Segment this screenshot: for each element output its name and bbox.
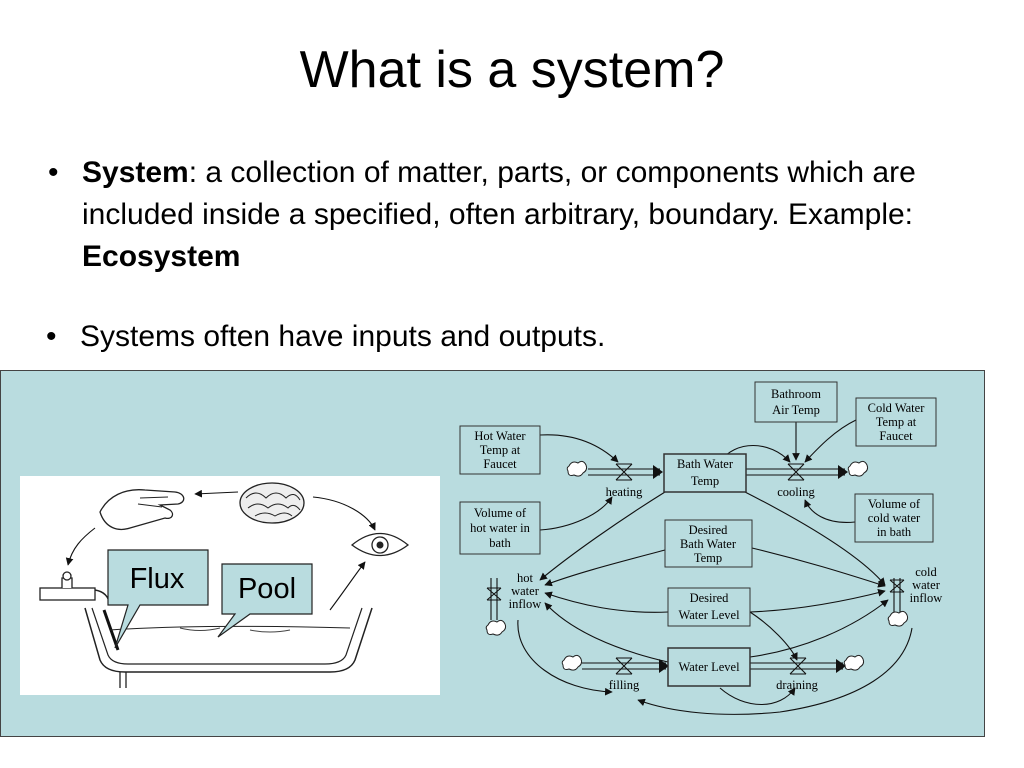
cooling-label: cooling xyxy=(777,485,815,499)
hot-water-volume-box: Volume of hot water in bath xyxy=(459,501,541,555)
hot-temp-line-2: Temp at xyxy=(480,443,521,457)
cold-inflow-label-1: cold xyxy=(915,565,937,579)
arrow-bathtemp-to-hot-inflow xyxy=(539,491,666,581)
cold-volume-line-3: in bath xyxy=(877,525,912,539)
arrow-cold-inflow-to-filling xyxy=(637,627,913,715)
desired-water-level-box: Desired Water Level xyxy=(667,587,751,627)
heating-label: heating xyxy=(606,485,644,499)
flux-callout: Flux xyxy=(107,549,209,649)
cold-water-volume-box: Volume of cold water in bath xyxy=(854,493,934,543)
cloud-icon xyxy=(485,619,507,636)
desired-temp-line-2: Bath Water xyxy=(680,537,737,551)
arrow-waterlevel-to-draining xyxy=(719,687,796,706)
hot-volume-line-3: bath xyxy=(489,536,511,550)
arrow-eye-from-brain xyxy=(312,496,376,531)
stock-flow-diagram: heating cooling filling draining hot xyxy=(459,381,943,715)
eye-icon xyxy=(350,532,410,557)
cloud-icon xyxy=(566,460,588,477)
arrow-desiredlevel-to-draining xyxy=(749,611,798,661)
hand-icon xyxy=(99,489,185,531)
term-system: System xyxy=(82,156,189,189)
cold-inflow-flow: cold water inflow xyxy=(889,565,943,620)
water-level-stock: Water Level xyxy=(667,647,751,687)
cloud-icon xyxy=(843,654,865,671)
arrow-tub-to-eye xyxy=(329,561,366,611)
bathroom-air-temp-box: Bathroom Air Temp xyxy=(754,381,838,423)
hot-water-temp-box: Hot Water Temp at Faucet xyxy=(459,425,541,475)
arrow-coldvolume-to-cooling xyxy=(804,499,856,523)
arrow-hot-temp-to-heating xyxy=(539,434,619,463)
hot-volume-line-2: hot water in xyxy=(470,521,530,535)
water-level-label: Water Level xyxy=(678,660,740,674)
desired-temp-line-1: Desired xyxy=(689,523,729,537)
arrow-coldtemp-to-cooling xyxy=(804,419,857,463)
arrow-brain-to-hand xyxy=(194,489,239,498)
slide-title: What is a system? xyxy=(299,41,725,99)
arrow-desiredtemp-to-hot xyxy=(544,549,666,587)
bullet-inputs-outputs: • Systems often have inputs and outputs. xyxy=(46,316,980,358)
hot-inflow-flow: hot water inflow xyxy=(486,571,542,620)
cold-temp-line-2: Temp at xyxy=(876,415,917,429)
arrow-desiredlevel-to-cold xyxy=(749,588,886,613)
cold-volume-line-2: cold water xyxy=(868,511,921,525)
cold-inflow-label-2: water xyxy=(912,578,941,592)
faucet-icon xyxy=(39,571,120,651)
heating-flow: heating xyxy=(588,463,663,499)
system-definition-text: : a collection of matter, parts, or comp… xyxy=(82,156,916,231)
bathtub-icon xyxy=(84,607,373,688)
bullet-dot: • xyxy=(48,156,59,189)
arrow-hot-inflow-to-filling xyxy=(517,619,613,696)
hot-temp-line-1: Hot Water xyxy=(474,429,526,443)
arrow-desiredlevel-to-hot xyxy=(544,591,669,613)
desired-bath-temp-box: Desired Bath Water Temp xyxy=(664,519,753,568)
desired-temp-line-3: Temp xyxy=(694,551,722,565)
inputs-outputs-text: Systems often have inputs and outputs. xyxy=(80,320,606,353)
flux-label: Flux xyxy=(130,563,185,595)
hot-inflow-label-2: water xyxy=(511,584,540,598)
pool-label: Pool xyxy=(238,573,296,605)
cold-volume-line-1: Volume of xyxy=(868,497,921,511)
bath-water-temp-stock: Bath Water Temp xyxy=(663,453,747,493)
arrow-desiredtemp-to-cold xyxy=(751,547,886,588)
arrow-waterlevel-to-cold xyxy=(749,599,889,658)
bullet-dot: • xyxy=(46,320,57,353)
arrow-bathtemp-to-cold-inflow xyxy=(744,491,886,586)
cloud-icon xyxy=(847,460,869,477)
bathroom-line-1: Bathroom xyxy=(771,387,821,401)
arrow-waterlevel-to-hot xyxy=(544,602,669,663)
cooling-flow: cooling xyxy=(746,463,848,499)
pool-callout: Pool xyxy=(217,563,313,638)
draining-flow: draining xyxy=(750,657,846,692)
bullet-system-definition: • System: a collection of matter, parts,… xyxy=(48,152,992,278)
filling-label: filling xyxy=(609,678,640,692)
hot-volume-line-1: Volume of xyxy=(474,506,527,520)
cold-inflow-label-3: inflow xyxy=(910,591,943,605)
draining-label: draining xyxy=(776,678,818,692)
cloud-icon xyxy=(887,610,909,627)
brain-icon xyxy=(239,482,305,524)
desired-level-line-1: Desired xyxy=(690,591,730,605)
bathtub-figure: Flux Pool xyxy=(39,482,410,688)
desired-level-line-2: Water Level xyxy=(678,608,740,622)
cold-temp-line-3: Faucet xyxy=(879,429,913,443)
bath-temp-line-1: Bath Water xyxy=(677,457,734,471)
hot-temp-line-3: Faucet xyxy=(483,457,517,471)
cold-temp-line-1: Cold Water xyxy=(868,401,926,415)
cloud-icon xyxy=(561,654,583,671)
example-ecosystem: Ecosystem xyxy=(82,240,241,273)
bathroom-line-2: Air Temp xyxy=(772,403,820,417)
hot-inflow-label-1: hot xyxy=(517,571,534,585)
cold-water-temp-box: Cold Water Temp at Faucet xyxy=(855,397,937,447)
bath-temp-line-2: Temp xyxy=(691,474,719,488)
hot-inflow-label-3: inflow xyxy=(509,597,542,611)
arrow-hot-volume-to-heating xyxy=(539,496,613,531)
filling-flow: filling xyxy=(582,657,669,692)
arrow-hand-to-faucet xyxy=(65,527,96,566)
